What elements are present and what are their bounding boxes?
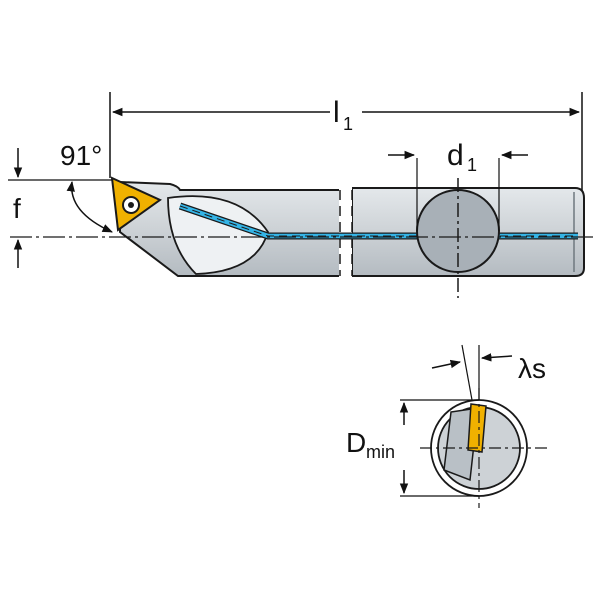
length-label: l [333, 96, 340, 129]
min-diameter-label-subscript: min [366, 442, 395, 462]
shank-section: d 1 [388, 139, 528, 298]
diameter-label: d [447, 139, 464, 172]
bar-body [119, 180, 585, 280]
inclination-label: λs [518, 353, 546, 384]
cutting-insert [110, 176, 162, 232]
offset-dimension: f [8, 148, 112, 268]
approach-angle: 91° [60, 140, 113, 233]
diameter-label-subscript: 1 [467, 155, 477, 175]
offset-label: f [13, 193, 21, 224]
min-diameter-label: D [346, 427, 366, 458]
angle-label: 91° [60, 140, 102, 171]
end-view: D min λs [346, 344, 548, 508]
length-dimension: l 1 [109, 92, 583, 200]
length-label-subscript: 1 [343, 114, 353, 134]
